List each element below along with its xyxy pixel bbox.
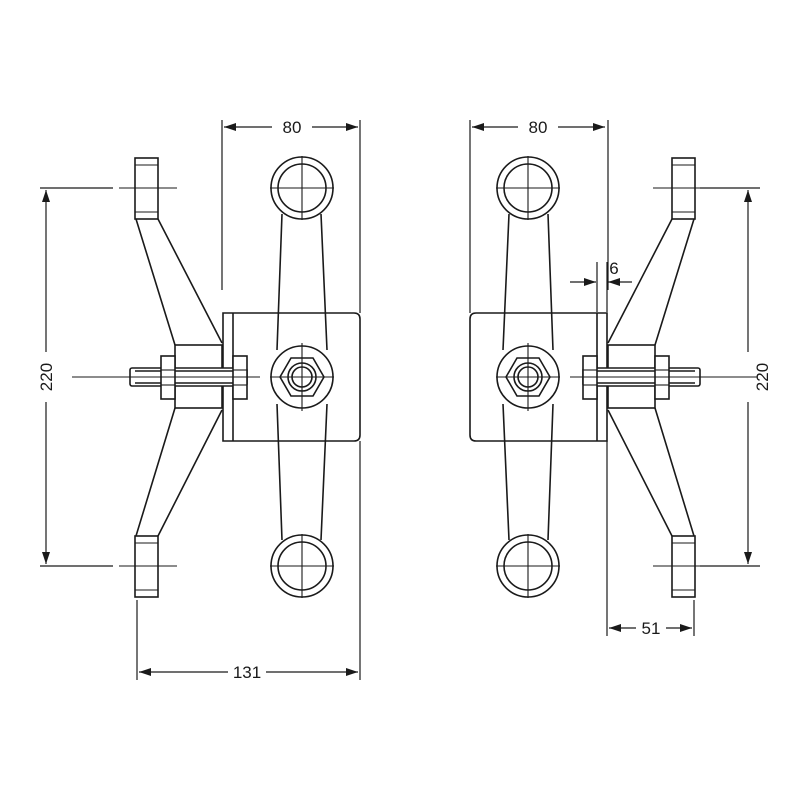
gap-dimension-label: 6 <box>609 259 618 278</box>
right-fitting-outline <box>469 119 759 599</box>
right-view: 80 6 220 51 <box>469 118 772 638</box>
width-dimension-label-right: 80 <box>529 118 548 137</box>
left-fitting-outline <box>71 119 361 599</box>
height-dimension-label-right: 220 <box>753 363 772 391</box>
overall-dimension-label: 131 <box>233 663 261 682</box>
height-dimension-label: 220 <box>37 363 56 391</box>
arm-dimension-label: 51 <box>642 619 661 638</box>
left-view: 80 220 131 <box>37 118 361 682</box>
width-dimension-label: 80 <box>283 118 302 137</box>
